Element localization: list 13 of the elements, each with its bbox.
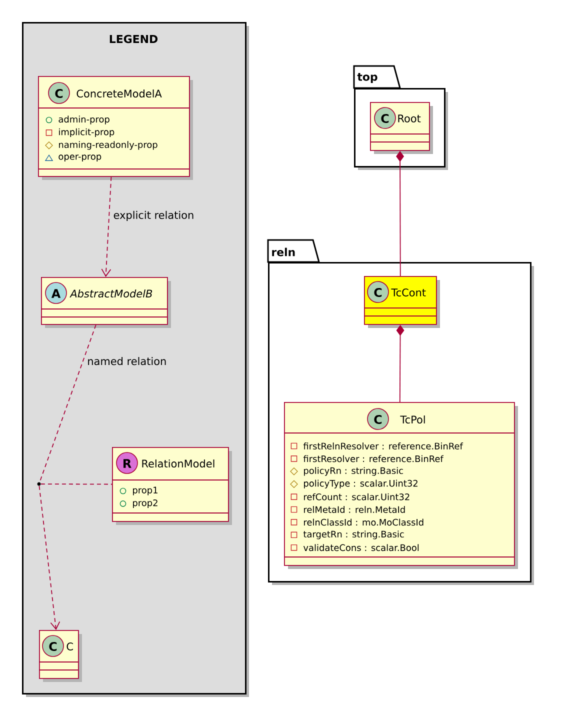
node-label: top: [357, 73, 378, 83]
class-box: C C: [38, 630, 82, 682]
class-box: R RelationModel prop1 prop2: [112, 447, 232, 525]
edge-label: named relation: [88, 357, 166, 366]
class-box: A AbstractModelB: [40, 277, 171, 328]
relation-arrow: [38, 485, 60, 630]
node-label: reln: [272, 248, 295, 256]
relation-arrow: [101, 176, 112, 277]
class-box: C Root: [370, 102, 433, 154]
class-box: C TcCont: [364, 276, 440, 328]
edge-label: explicit relation: [114, 210, 194, 221]
class-box: C TcPol firstRelnResolver : reference.BinRef firstResolver : reference.BinRef policyRn : string.Basic policyType : scalar.Uint32 refCount : scalar.Uint32 relMetaId : reln.MetaId relnClassId : mo.MoClassId targetRn : string.Basic validateCons : scalar.Bool: [284, 402, 518, 569]
class-box: C ConcreteModelA admin-prop implicit-prop naming-readonly-prop oper-prop: [38, 76, 193, 180]
